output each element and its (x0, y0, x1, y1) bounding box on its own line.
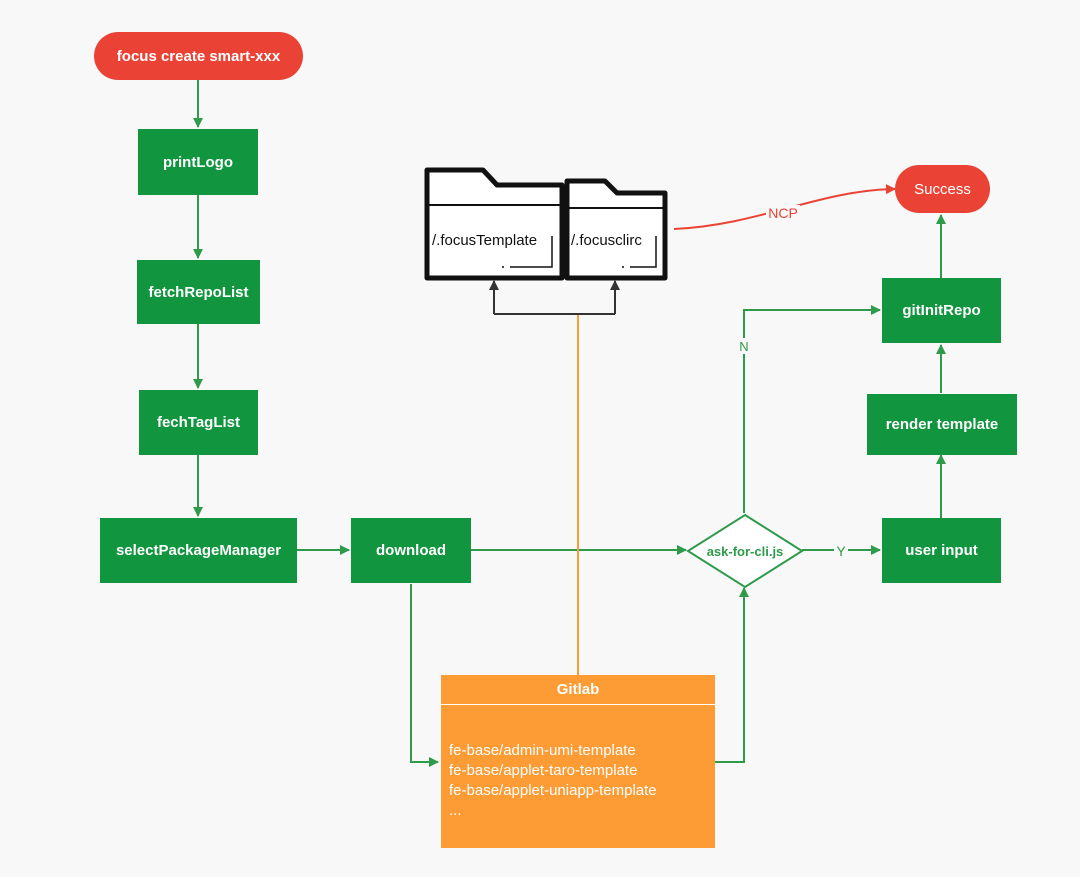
folder-icon-template (424, 167, 565, 281)
gitlab-repo-item: ... (449, 802, 462, 819)
edge-download-to-gitlab (410, 584, 439, 767)
rendertemplate-node: render template (867, 394, 1017, 455)
gitlab-repo-item: fe-base/admin-umi-template (449, 742, 636, 759)
gitlab-title: Gitlab (441, 675, 715, 705)
edge-label-no-bg (737, 338, 751, 354)
decision-label: ask-for-cli.js (707, 544, 784, 559)
selectpackagemanager-node: selectPackageManager (100, 518, 297, 583)
printlogo-node: printLogo (138, 129, 258, 195)
edge-gitlab-to-decision (715, 587, 749, 763)
folder-label-clirc: /.focusclirc (571, 232, 642, 249)
edge-label-yes: Y (836, 543, 846, 559)
download-node: download (351, 518, 471, 583)
folder-label-template: /.focusTemplate (432, 232, 537, 249)
gitlab-repo-list: fe-base/admin-umi-template fe-base/apple… (441, 705, 715, 821)
edge-label-ncp-bg (766, 205, 800, 221)
fechtaglist-node: fechTagList (139, 390, 258, 455)
edge-label-yes-bg (834, 542, 848, 558)
gitinitrepo-node: gitInitRepo (882, 278, 1001, 343)
gitlab-repo-item: fe-base/applet-uniapp-template (449, 782, 657, 799)
userinput-node: user input (882, 518, 1001, 583)
decision-diamond (686, 513, 804, 589)
folder-icon-clirc (564, 178, 668, 281)
edge-decision-no-to-gitinitrepo (743, 305, 881, 513)
edge-label-ncp: NCP (768, 205, 798, 221)
gitlab-repo-item: fe-base/applet-taro-template (449, 762, 638, 779)
start-node: focus create smart-xxx (94, 32, 303, 80)
gitlab-container: Gitlab fe-base/admin-umi-template fe-bas… (441, 675, 715, 848)
edge-label-no: N (739, 339, 748, 354)
fetchrepolist-node: fetchRepoList (137, 260, 260, 324)
success-node: Success (895, 165, 990, 213)
